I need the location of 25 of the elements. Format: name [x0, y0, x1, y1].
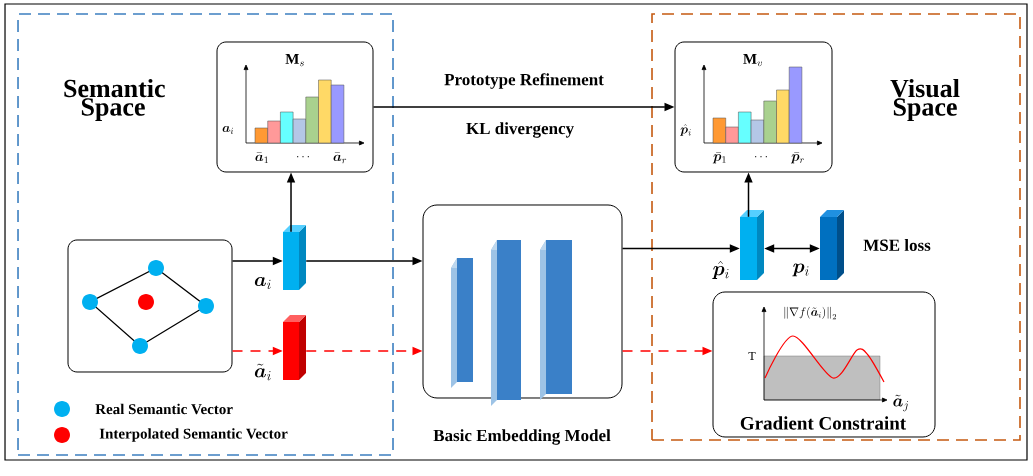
chart-title: $\mathbf{M}_v$: [743, 53, 762, 67]
loss-label: MSE loss: [863, 239, 931, 251]
interpolation-drawing: [67, 239, 233, 373]
vector-label: $\boldsymbol{a}_i$: [254, 276, 271, 290]
legend-label: Interpolated Semantic Vector: [99, 428, 288, 442]
edge-label: Prototype Refinement: [443, 72, 605, 90]
annotation-text: KL divergency: [466, 122, 574, 138]
model-caption: Basic Embedding Model: [433, 429, 611, 445]
tick-label: $\cdots$: [297, 156, 309, 158]
vector-label: $\hat{\boldsymbol{p}}_i$: [712, 260, 729, 279]
axis-label: $\tilde{\boldsymbol{a}}_j$: [893, 394, 909, 412]
axis-label: T: [748, 352, 756, 360]
axis-label: $\boldsymbol{a}_i$: [222, 126, 234, 134]
tick-label: $\cdots$: [755, 156, 767, 158]
chart-caption: Gradient Constraint: [740, 416, 907, 430]
vector-label: $\boldsymbol{p}_i$: [792, 263, 809, 277]
chart-title: $\mathbf{M}_s$: [285, 53, 304, 67]
tick-label: $\bar{\boldsymbol{p}}_r$: [790, 152, 804, 164]
vector-label: $\tilde{\boldsymbol{a}}_i$: [254, 363, 271, 381]
tick-label: $\bar{\boldsymbol{a}}_r$: [333, 152, 347, 164]
legend-label: Real Semantic Vector: [95, 403, 233, 415]
axis-label: $\hat{\boldsymbol{p}}_i$: [680, 124, 691, 136]
axis-label: $\left\|\nabla f(\tilde{\boldsymbol{a}}_i)\right\|_2$: [784, 306, 837, 320]
tick-label: $\bar{\boldsymbol{p}}_1$: [712, 152, 726, 164]
tick-label: $\bar{\boldsymbol{a}}_1$: [255, 152, 268, 164]
